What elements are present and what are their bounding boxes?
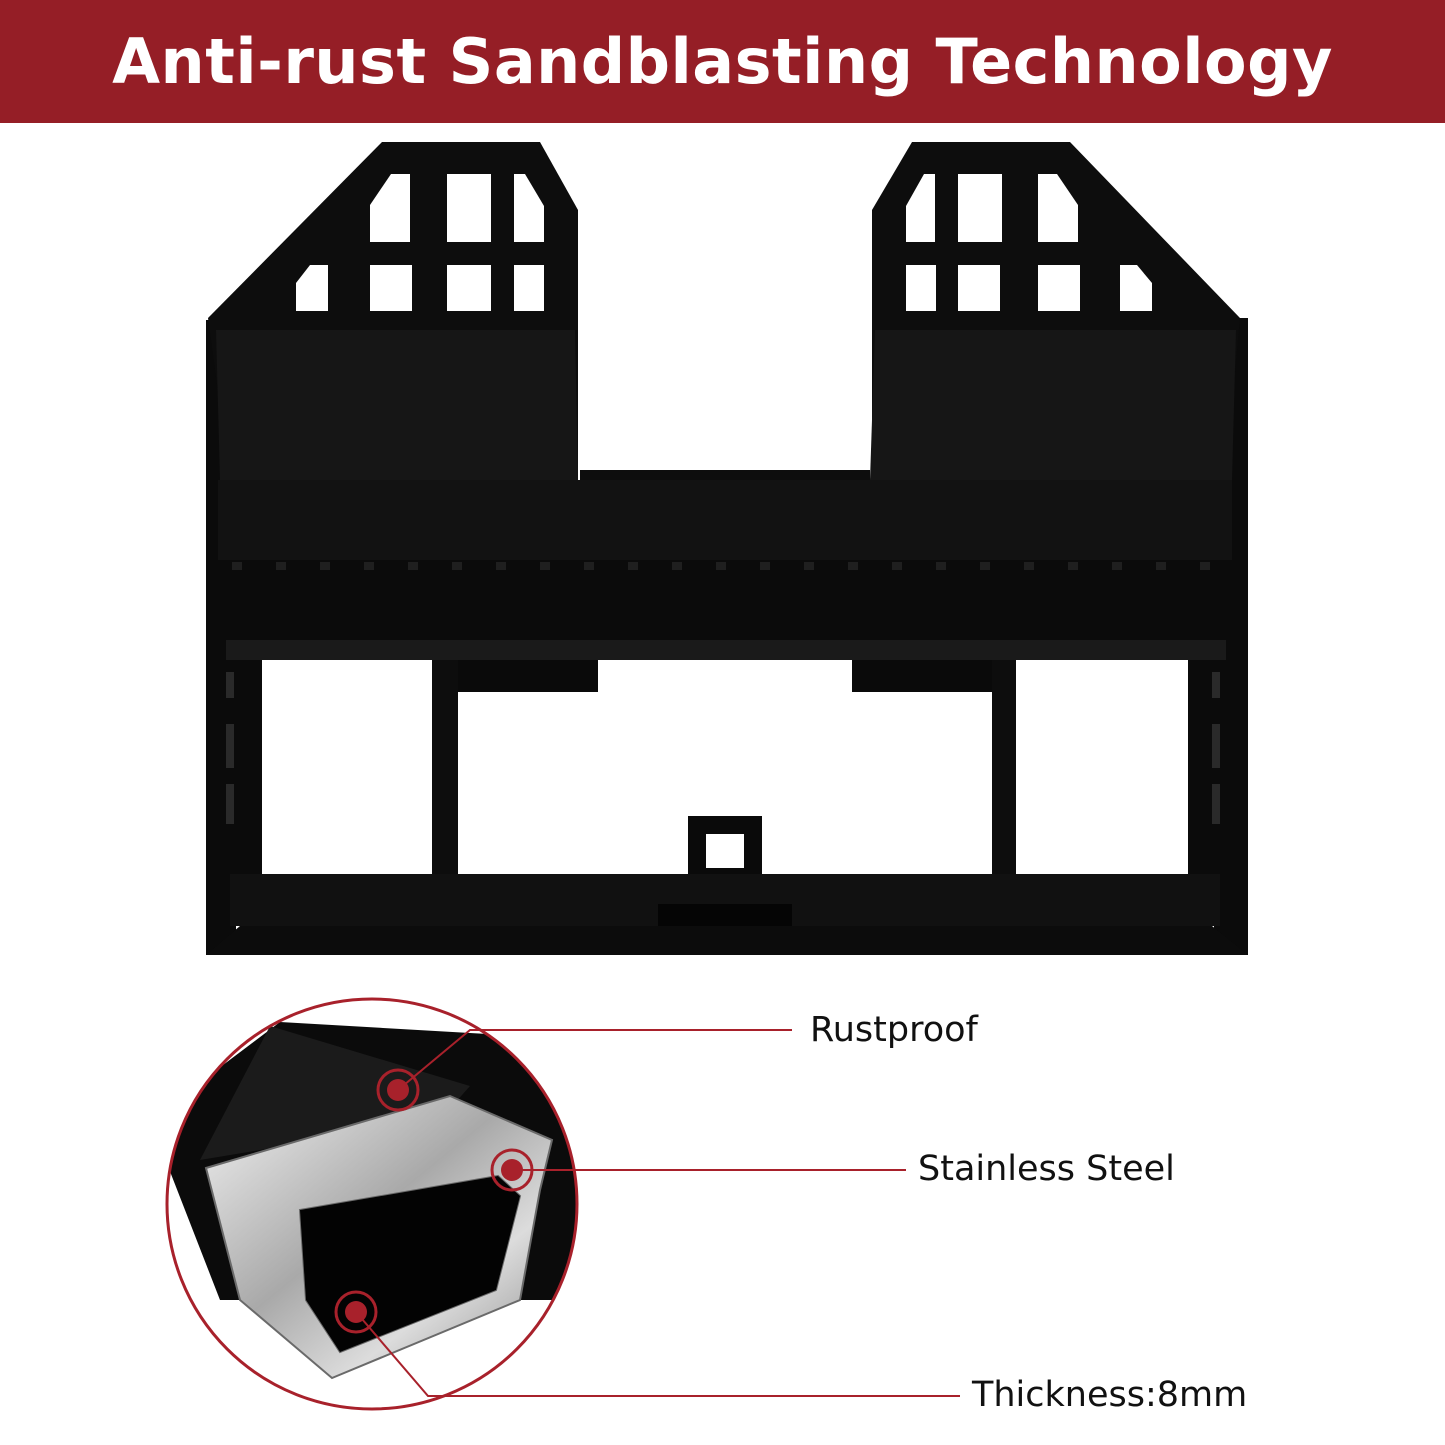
top-crossbeam <box>218 480 1232 562</box>
marker-stainless-steel <box>490 1148 534 1192</box>
hitch-receiver <box>688 816 762 880</box>
callout-line-thickness <box>355 1311 960 1397</box>
inner-post-left <box>432 660 458 886</box>
inner-post-right <box>992 660 1016 886</box>
header-banner: Anti-rust Sandblasting Technology <box>0 0 1445 123</box>
callout-line-rustproof <box>397 1029 792 1091</box>
pallet-fork-frame <box>206 142 1248 955</box>
page-title: Anti-rust Sandblasting Technology <box>112 25 1333 98</box>
marker-rustproof <box>376 1068 420 1112</box>
detail-circle-border <box>165 997 579 1411</box>
magnified-tube-detail <box>165 997 579 1411</box>
right-guard-windows <box>906 174 1152 311</box>
left-fork-pad <box>440 660 598 692</box>
callout-label-stainless-steel: Stainless Steel <box>918 1149 1175 1189</box>
left-guard-windows <box>296 174 544 311</box>
marker-thickness <box>334 1290 378 1334</box>
callout-label-thickness: Thickness:8mm <box>972 1375 1248 1415</box>
right-fork-pad <box>852 660 1012 692</box>
callout-label-rustproof: Rustproof <box>810 1010 978 1050</box>
